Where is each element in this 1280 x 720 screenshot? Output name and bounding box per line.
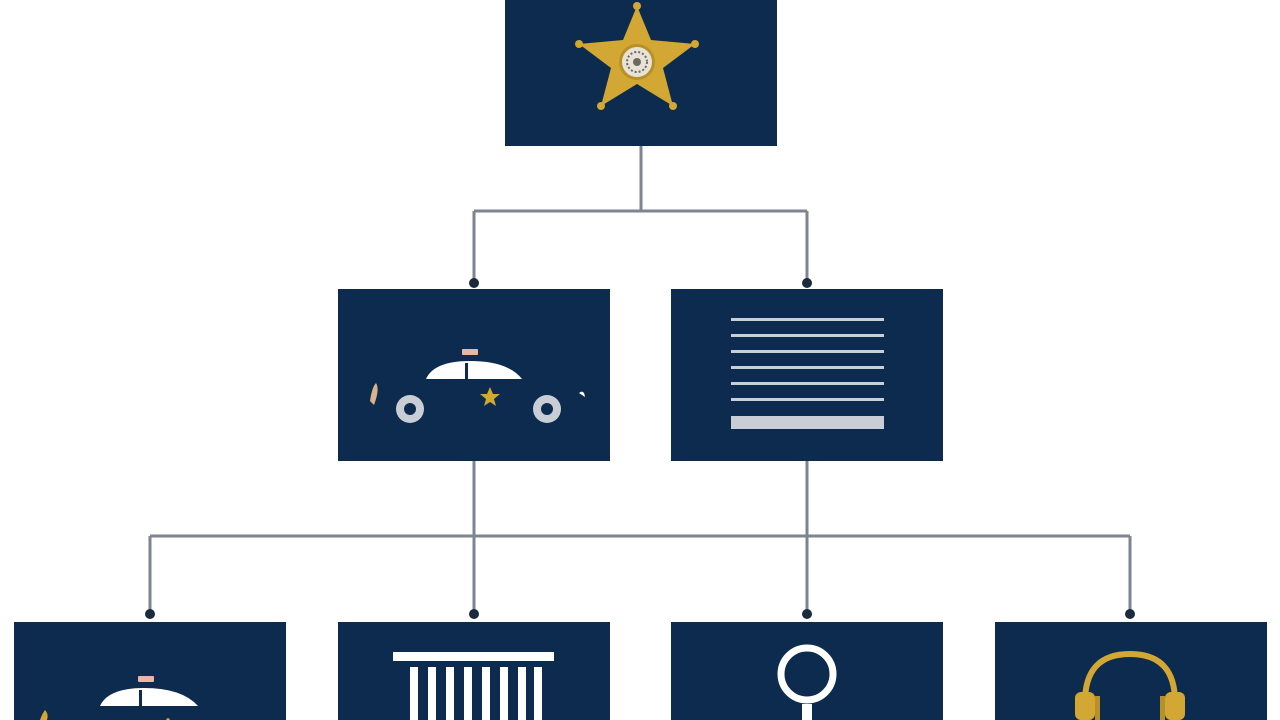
- connector-level3-bus: [148, 534, 1132, 614]
- node-dispatch: [995, 622, 1267, 720]
- node-patrol-unit: [14, 622, 286, 720]
- magnifying-glass-icon: [777, 644, 837, 720]
- sheriff-star-badge-icon: [575, 2, 699, 110]
- node-patrol: [338, 289, 610, 461]
- connector-dot-patrol-unit: [145, 609, 155, 619]
- node-records: [671, 289, 943, 461]
- connector-dot-dispatch: [1125, 609, 1135, 619]
- connector-root-to-level2: [472, 146, 809, 283]
- node-root: [505, 0, 777, 146]
- connector-dot-jail: [469, 609, 479, 619]
- jail-bars-icon: [393, 652, 554, 720]
- connector-dot-patrol: [469, 278, 479, 288]
- node-jail: [338, 622, 610, 720]
- headset-icon: [1075, 650, 1185, 720]
- document-lines-icon: [731, 318, 884, 429]
- connector-dot-investigations: [802, 609, 812, 619]
- patrol-car-icon: [40, 676, 198, 720]
- patrol-car-icon: [370, 349, 585, 423]
- connector-dot-records: [802, 278, 812, 288]
- node-investigations: [671, 622, 943, 720]
